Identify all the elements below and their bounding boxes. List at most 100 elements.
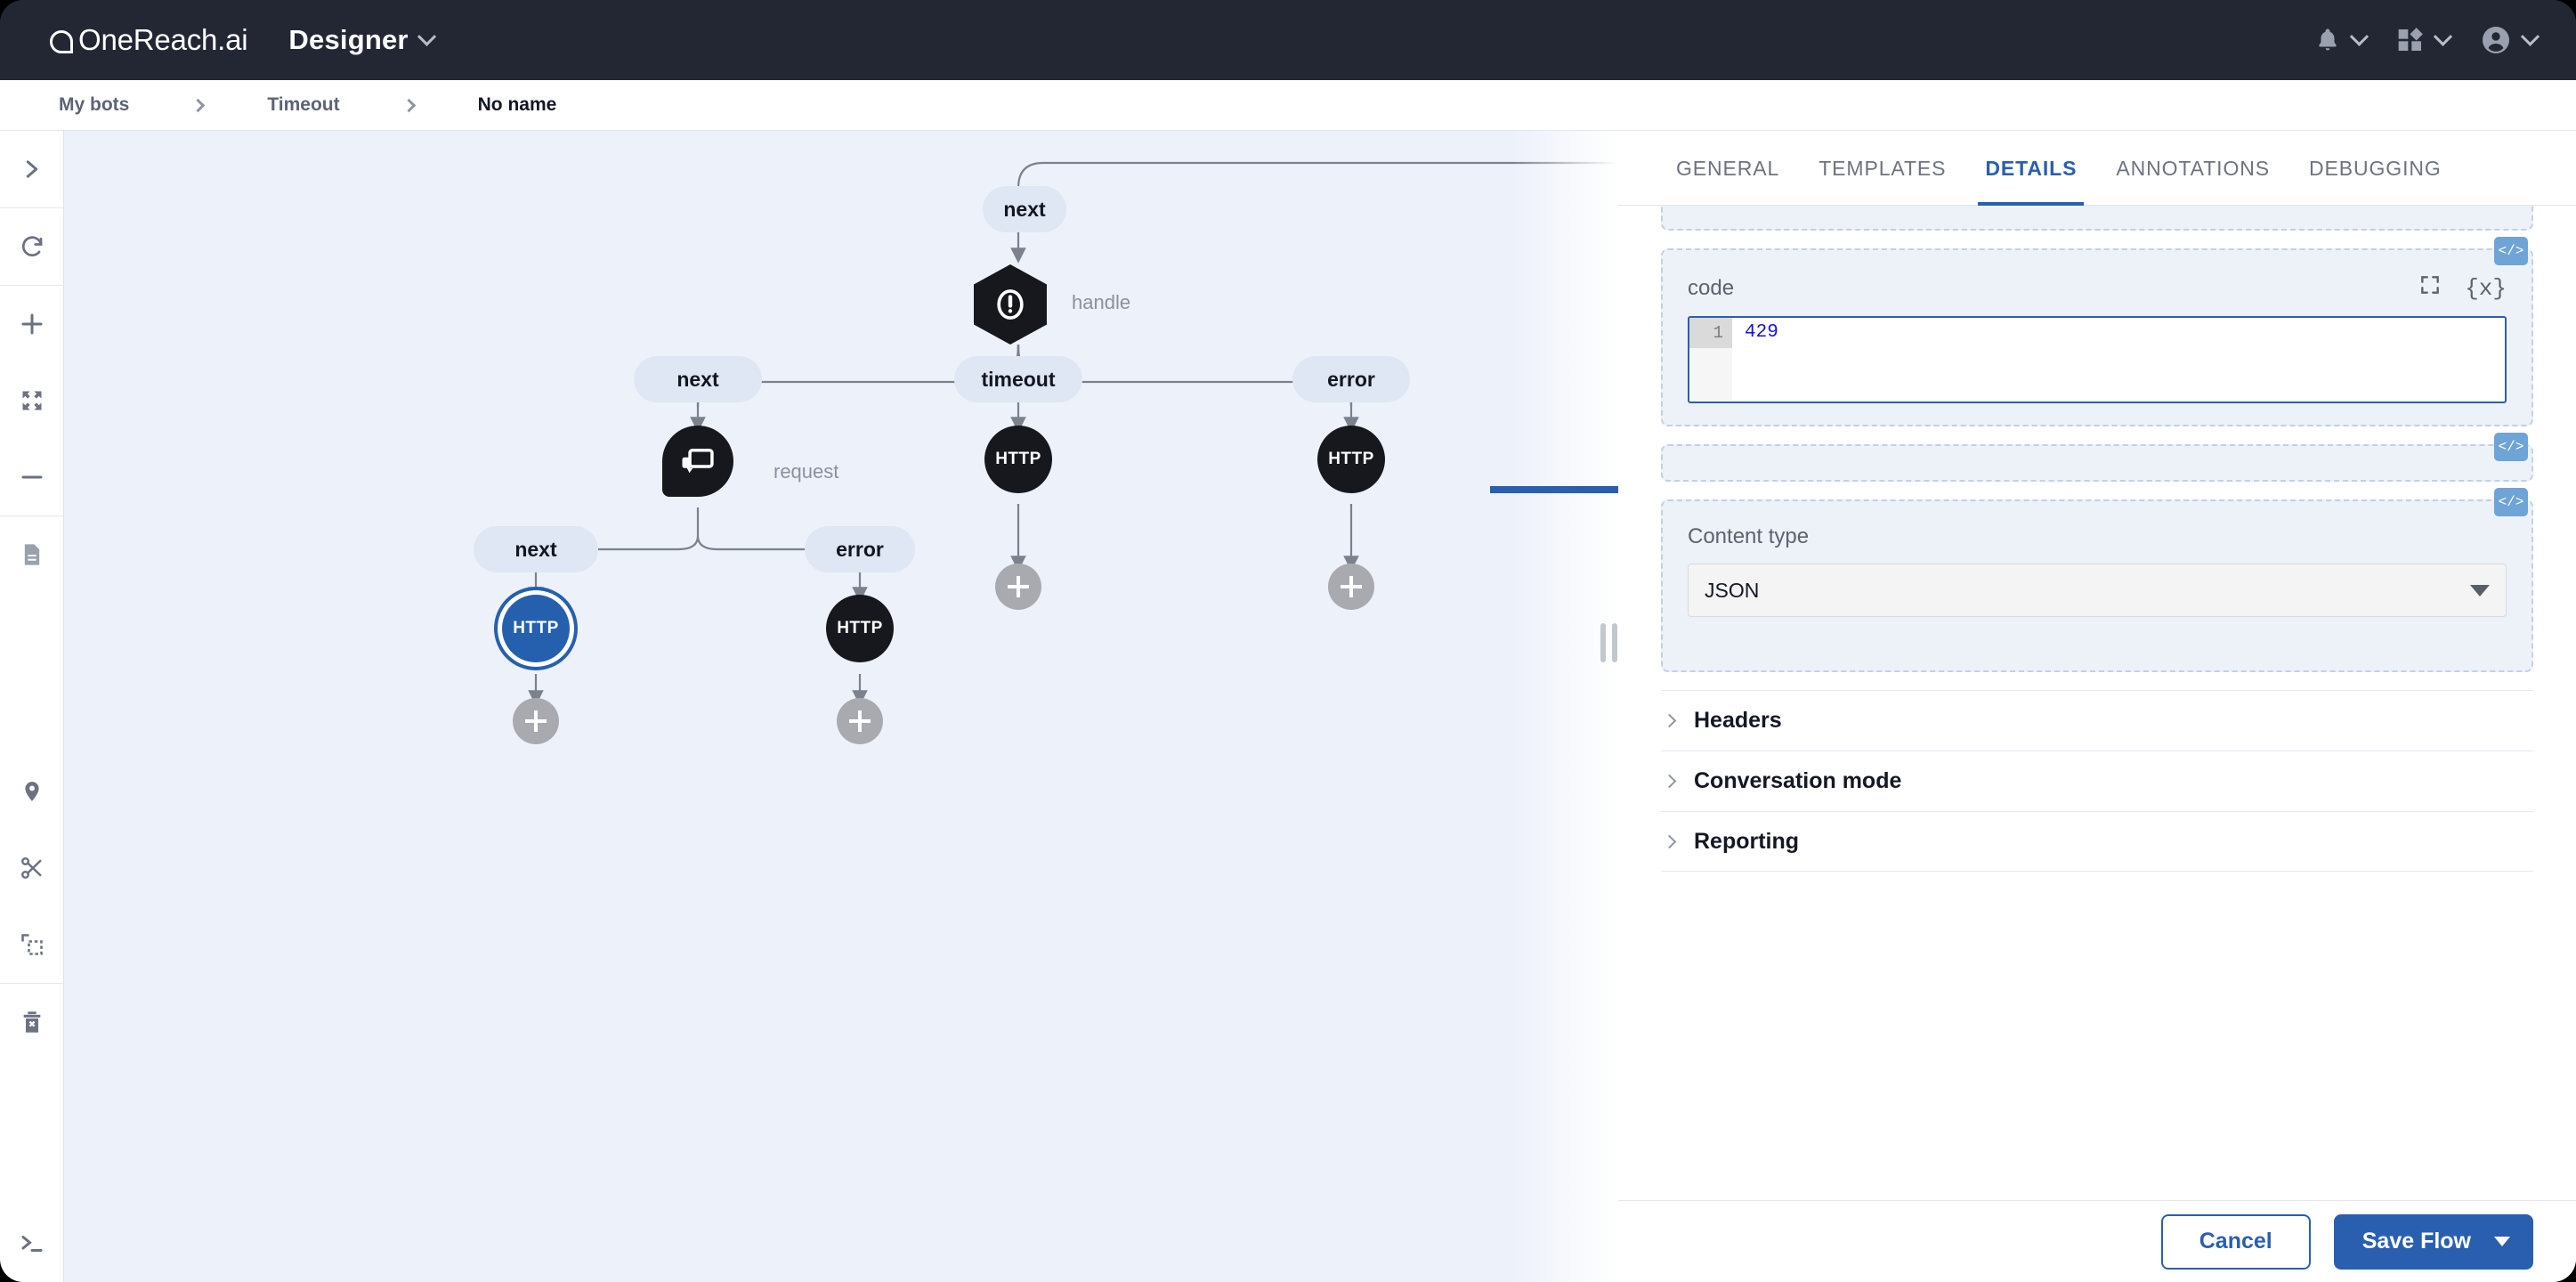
alert-exclamation-icon — [997, 289, 1024, 320]
top-bar: OneReach.ai Designer — [0, 0, 2576, 80]
onereach-logo[interactable]: OneReach.ai — [50, 23, 248, 57]
account-avatar-icon — [2483, 27, 2509, 53]
app-switcher[interactable]: Designer — [288, 24, 436, 56]
node-caption-handle: handle — [1072, 291, 1131, 313]
node-request[interactable] — [662, 426, 733, 497]
add-node-button-error[interactable] — [1328, 564, 1374, 610]
accordion-reporting[interactable]: Reporting — [1661, 811, 2533, 872]
content-type-select[interactable]: JSON — [1688, 564, 2507, 617]
tab-annotations[interactable]: ANNOTATIONS — [2116, 156, 2270, 180]
node-pill-error-bottom[interactable]: error — [805, 526, 915, 572]
chevron-down-icon[interactable] — [2494, 1237, 2510, 1246]
save-flow-button[interactable]: Save Flow — [2333, 1213, 2533, 1270]
code-field-header: code {x} — [1663, 250, 2531, 316]
tab-templates[interactable]: TEMPLATES — [1819, 156, 1947, 180]
breadcrumb: My bots Timeout No name — [0, 80, 2576, 131]
accordion-conversation-mode[interactable]: Conversation mode — [1661, 751, 2533, 811]
panel-resize-handle[interactable] — [1600, 623, 1617, 662]
add-node-button-error-bottom[interactable] — [837, 698, 883, 744]
code-field-label: code — [1688, 276, 1735, 300]
fit-screen-button[interactable] — [0, 362, 64, 439]
node-pill-next-mid[interactable]: next — [634, 356, 762, 402]
console-button[interactable] — [0, 1205, 64, 1282]
code-field-group: </> code {x} 1 429 — [1661, 237, 2533, 426]
details-panel: GENERAL TEMPLATES DETAILS ANNOTATIONS DE… — [1618, 131, 2576, 1282]
add-node-button-next[interactable] — [513, 698, 559, 744]
code-mode-badge[interactable]: </> — [2494, 433, 2528, 461]
locate-button[interactable] — [0, 753, 64, 830]
tab-details[interactable]: DETAILS — [1965, 131, 2096, 207]
brand-area: OneReach.ai Designer — [50, 23, 436, 57]
resize-bar — [1600, 623, 1606, 662]
tab-debugging[interactable]: DEBUGGING — [2308, 156, 2442, 180]
chevron-down-icon — [417, 27, 436, 46]
panel-content[interactable]: </> code {x} 1 429 </> — [1618, 206, 2576, 1200]
node-pill-timeout[interactable]: timeout — [954, 356, 1082, 402]
account-button[interactable] — [2480, 24, 2540, 56]
marquee-select-icon — [20, 934, 43, 955]
app-name-label: Designer — [288, 24, 409, 55]
toolbar-divider — [0, 285, 64, 286]
toolbar-divider — [0, 515, 64, 516]
cancel-button[interactable]: Cancel — [2160, 1213, 2311, 1270]
panel-tab-bar: GENERAL TEMPLATES DETAILS ANNOTATIONS DE… — [1618, 131, 2576, 207]
code-mode-badge[interactable]: </> — [2494, 237, 2528, 265]
zoom-in-button[interactable] — [0, 286, 64, 362]
content-type-label: Content type — [1688, 524, 1810, 548]
empty-field-group[interactable]: </> — [1661, 433, 2533, 482]
marquee-select-button[interactable] — [0, 906, 64, 983]
node-pill-next-top[interactable]: next — [983, 186, 1066, 232]
variable-icon[interactable]: {x} — [2465, 275, 2507, 302]
left-toolbar — [0, 131, 64, 1282]
node-http-timeout[interactable]: HTTP — [984, 426, 1052, 493]
add-node-button-timeout[interactable] — [995, 564, 1041, 610]
code-line-number: 1 — [1689, 318, 1732, 348]
delete-icon — [23, 1011, 40, 1033]
onereach-logo-mark — [50, 30, 73, 53]
refresh-icon — [21, 236, 42, 256]
accordion-headers[interactable]: Headers — [1661, 690, 2533, 751]
code-editor-value[interactable]: 429 — [1745, 322, 1778, 343]
node-http-error[interactable]: HTTP — [1317, 426, 1385, 493]
accordion-list: Headers Conversation mode Reporting — [1661, 690, 2533, 872]
node-pill-error-right[interactable]: error — [1292, 356, 1410, 402]
accordion-label: Reporting — [1694, 828, 1800, 854]
previous-code-field[interactable] — [1661, 206, 2533, 231]
scissors-icon — [20, 857, 42, 879]
document-button[interactable] — [0, 516, 64, 593]
code-mode-badge[interactable]: </> — [2494, 488, 2528, 516]
apps-button[interactable] — [2396, 26, 2453, 54]
accordion-label: Headers — [1694, 708, 1782, 733]
partially-visible-link[interactable]: .. — [1661, 895, 1673, 907]
chevron-right-icon — [1662, 713, 1677, 728]
node-pill-next-bottom[interactable]: next — [474, 526, 598, 572]
terminal-icon — [21, 1236, 42, 1252]
expand-panel-button[interactable] — [0, 131, 64, 207]
node-http-selected[interactable]: HTTP — [502, 595, 570, 662]
breadcrumb-item-timeout[interactable]: Timeout — [267, 94, 340, 115]
flow-canvas[interactable]: next handle next timeout error request H… — [64, 131, 1618, 1282]
top-actions — [2314, 24, 2540, 56]
toolbar-divider — [0, 207, 64, 208]
content-type-value: JSON — [1705, 578, 1760, 602]
code-editor[interactable]: 1 429 — [1688, 316, 2507, 403]
node-http-error-bottom[interactable]: HTTP — [826, 595, 894, 662]
document-icon — [24, 544, 39, 565]
delete-button[interactable] — [0, 984, 64, 1060]
tab-general[interactable]: GENERAL — [1676, 156, 1780, 180]
content-type-group: </> Content type JSON — [1661, 488, 2533, 672]
conversation-icon — [682, 449, 714, 474]
chevron-right-icon — [1662, 834, 1677, 848]
breadcrumb-item-current: No name — [477, 94, 557, 115]
code-editor-gutter: 1 — [1689, 318, 1732, 402]
expand-fullscreen-icon[interactable] — [2418, 273, 2442, 304]
breadcrumb-separator-icon — [401, 98, 416, 112]
breadcrumb-item-my-bots[interactable]: My bots — [59, 94, 130, 115]
refresh-button[interactable] — [0, 208, 64, 285]
zoom-in-icon — [21, 313, 42, 335]
panel-footer: Cancel Save Flow — [1618, 1200, 2576, 1282]
cut-button[interactable] — [0, 830, 64, 906]
notifications-button[interactable] — [2314, 26, 2369, 54]
bell-icon — [2319, 28, 2337, 51]
zoom-out-button[interactable] — [0, 439, 64, 515]
